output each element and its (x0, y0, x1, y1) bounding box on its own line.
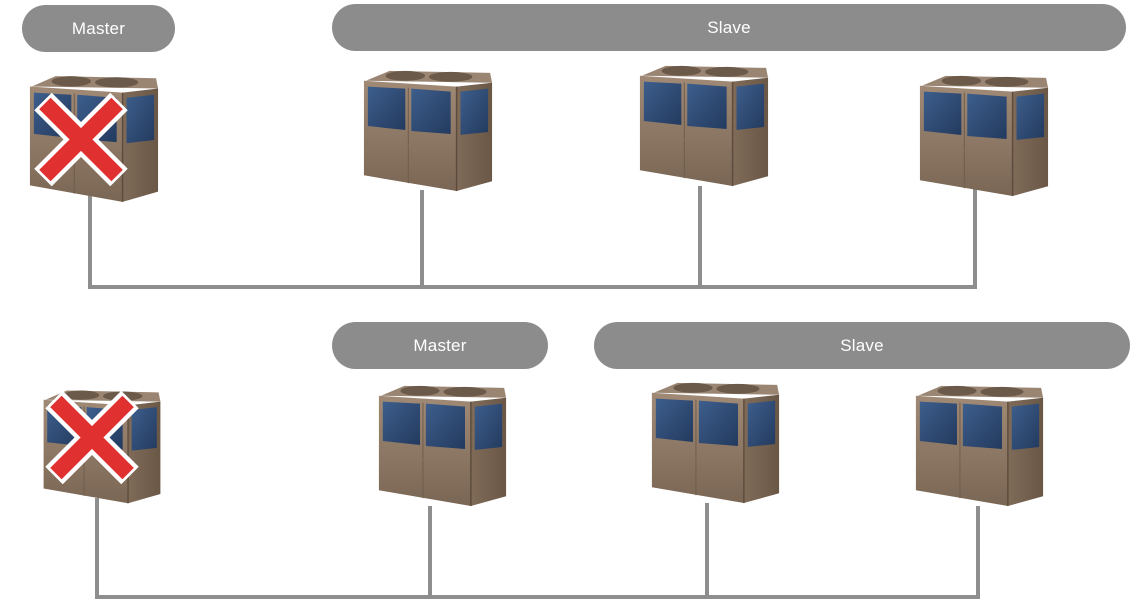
heat-pump-unit-icon (916, 70, 1052, 200)
bus-line-top (90, 190, 975, 287)
heat-pump-unit-icon (648, 377, 783, 507)
slave-label-bottom: Slave (594, 322, 1130, 369)
failure-x-icon (32, 92, 130, 187)
heat-pump-unit-icon (912, 380, 1047, 510)
bus-line-bottom (97, 500, 978, 597)
heat-pump-unit-icon (360, 65, 496, 195)
heat-pump-unit-icon (636, 60, 772, 190)
slave-label-top: Slave (332, 4, 1126, 51)
heat-pump-unit-icon (375, 380, 510, 510)
master-label-top: Master (22, 5, 175, 52)
master-label-bottom: Master (332, 322, 548, 369)
failure-x-icon (44, 390, 140, 485)
